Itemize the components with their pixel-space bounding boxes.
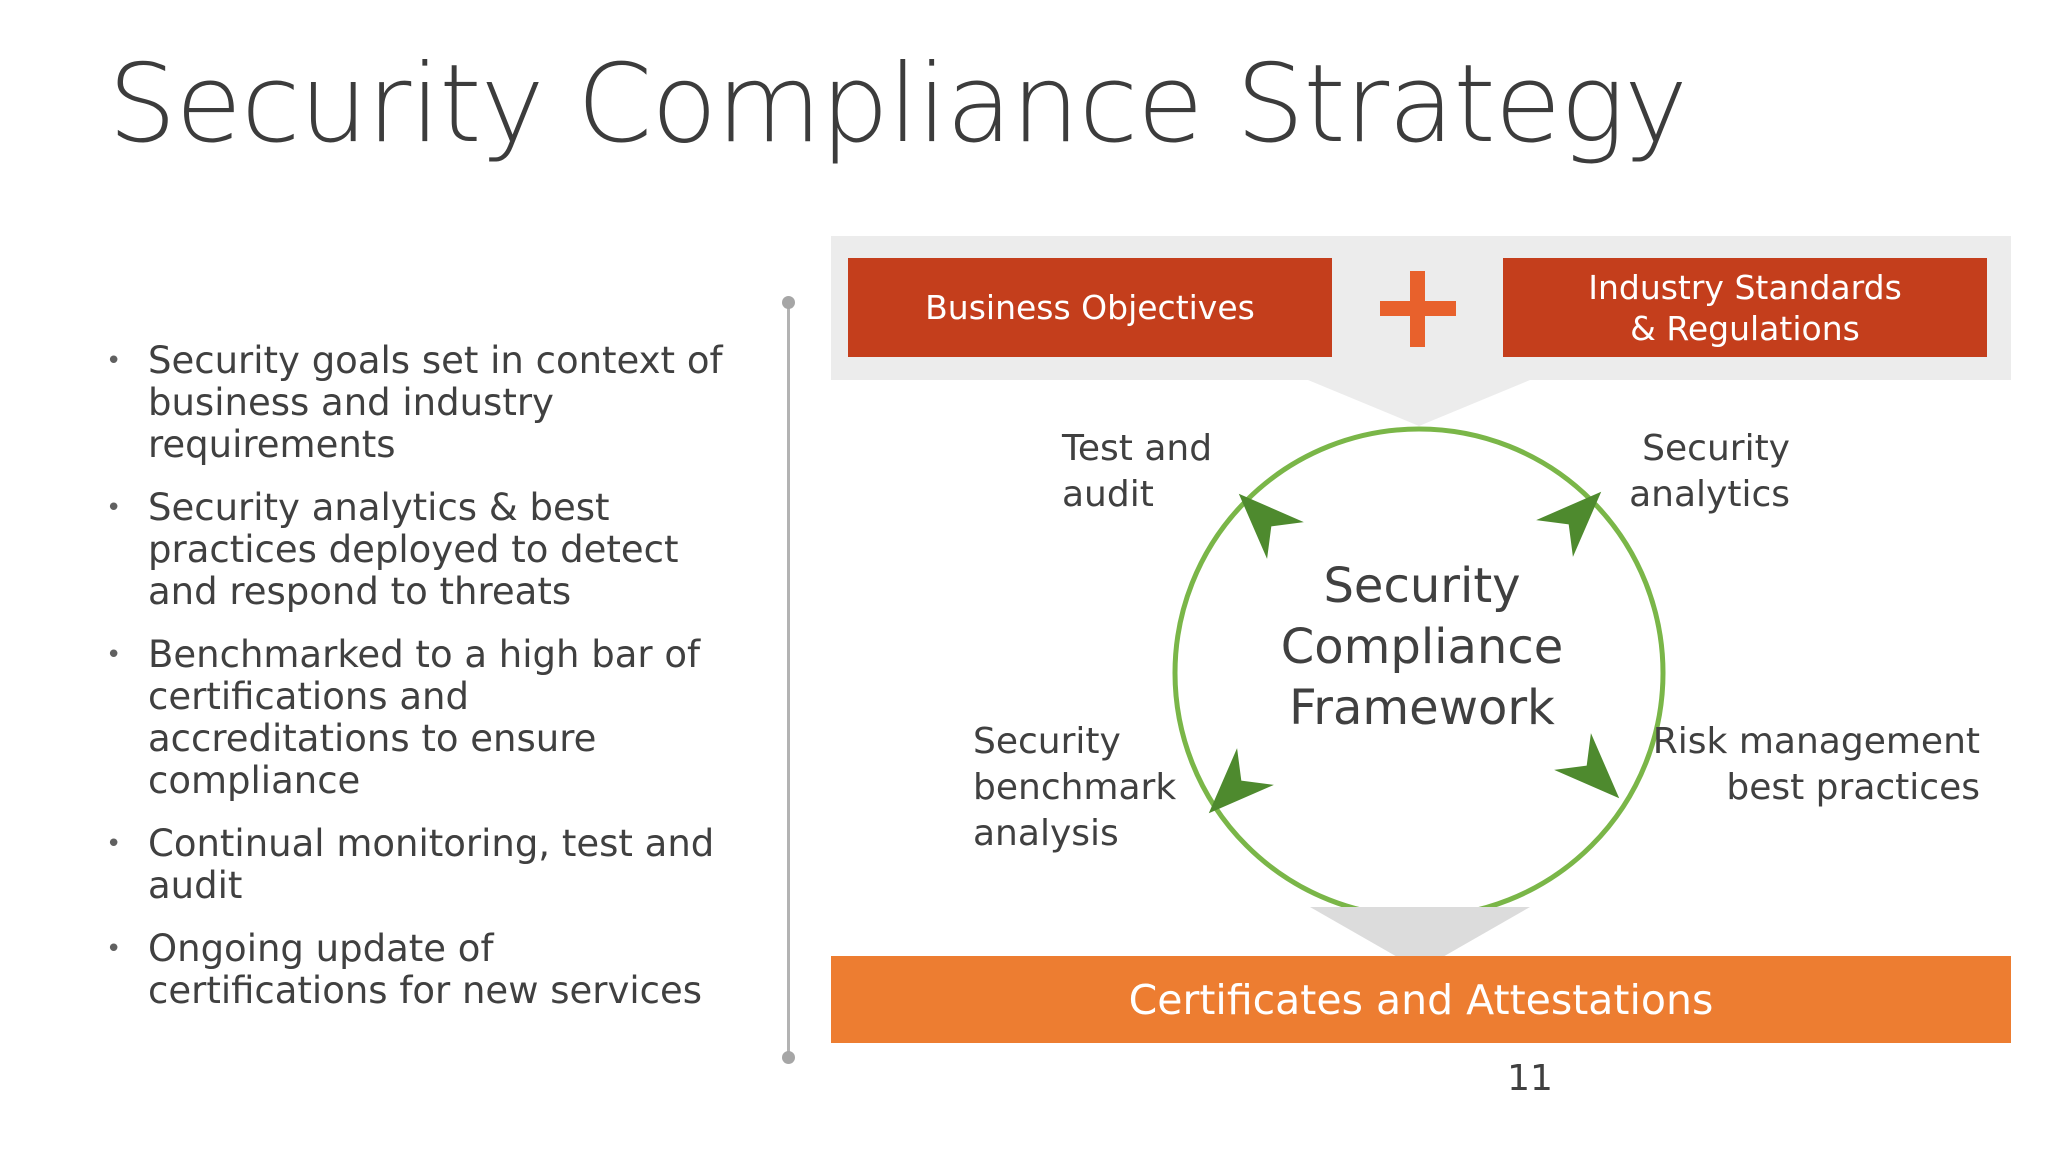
business-objectives-label: Business Objectives <box>925 288 1255 327</box>
bullet-dot-icon: • <box>106 934 122 964</box>
framework-label: Security Compliance Framework <box>1280 558 1564 736</box>
risk-management-label: Risk management best practices <box>1652 721 1980 808</box>
bullet-dot-icon: • <box>106 346 122 376</box>
industry-standards-box <box>1503 258 1987 357</box>
output-pointer <box>1310 907 1530 970</box>
bullet-item: •Ongoing update of certifications for ne… <box>106 927 703 1012</box>
plus-icon <box>1380 271 1456 347</box>
vertical-divider <box>787 302 790 1058</box>
bullet-dot-icon: • <box>106 493 122 523</box>
security-analytics-label: Security analytics <box>1629 428 1790 515</box>
page-number: 11 <box>1507 1058 1553 1099</box>
certificates-label: Certificates and Attestations <box>1128 975 1714 1024</box>
industry-standards-label: Industry Standards & Regulations <box>1588 267 1902 348</box>
divider-bottom-dot <box>782 1051 795 1064</box>
test-audit-label: Test and audit <box>1062 428 1213 515</box>
bullet-item: •Security goals set in context of busine… <box>106 339 723 466</box>
bullet-dot-icon: • <box>106 829 122 859</box>
output-box <box>831 956 2011 1043</box>
bullet-item: •Benchmarked to a high bar of certificat… <box>106 633 701 802</box>
bullet-item: •Security analytics & best practices dep… <box>106 486 679 613</box>
business-objectives-box <box>848 258 1332 357</box>
bullet-item: •Continual monitoring, test and audit <box>106 822 715 907</box>
benchmark-analysis-label: Security benchmark analysis <box>973 721 1177 854</box>
divider-top-dot <box>782 296 795 309</box>
bullet-list: •Security goals set in context of busine… <box>100 340 740 1033</box>
slide-title: Security Compliance Strategy <box>108 42 1688 167</box>
bullet-dot-icon: • <box>106 640 122 670</box>
